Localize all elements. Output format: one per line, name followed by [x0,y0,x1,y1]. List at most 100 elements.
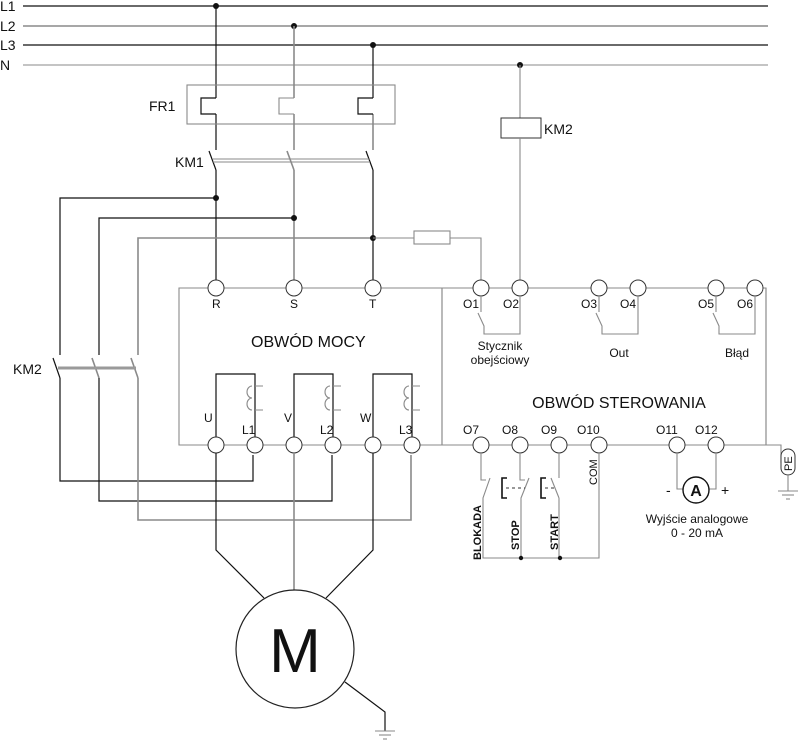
terminal-label-l1: L1 [242,423,256,437]
coil-icon [403,385,420,411]
terminal-l2[interactable] [324,436,342,454]
fr1-label: FR1 [149,98,176,114]
terminal-label-o9: O9 [541,423,557,437]
input-label-start: START [549,514,561,550]
start-switch [550,453,560,558]
terminal-label-o12: O12 [695,423,718,437]
ground-icon [778,490,798,500]
ground-icon [375,730,395,740]
terminal-label-u: U [204,411,213,425]
control-circuit-title: OBWÓD STEROWANIA [532,393,706,412]
terminal-label-s: S [290,297,298,311]
terminal-label-t: T [369,297,377,311]
analog-label-1: Wyjście analogowe [646,512,749,526]
terminal-label-o3: O3 [581,297,597,311]
analog-label-2: 0 - 20 mA [671,526,723,540]
bus-label-n: N [0,57,10,73]
pushbutton-actuator-icon [501,477,546,499]
input-wiring [480,453,600,559]
terminal-label-r: R [212,297,221,311]
power-circuit: R S T OBWÓD MOCY U L1 V L2 W L3 [178,279,443,454]
bus-lines: L1 L2 L3 N [0,0,768,73]
terminal-u[interactable] [207,436,225,454]
power-circuit-frame [178,287,443,446]
relay-contact-out [595,296,639,335]
terminal-o7[interactable] [472,436,490,454]
km1-contactor: KM1 [175,150,374,283]
terminal-w[interactable] [364,436,382,454]
terminal-label-v: V [284,411,292,425]
fr1-element-l2 [278,97,294,115]
terminal-label-w: W [360,411,372,425]
terminal-o8[interactable] [511,436,529,454]
motor: M [215,453,395,740]
junction-dot [557,555,563,561]
terminal-l3[interactable] [403,436,421,454]
terminal-label-o8: O8 [502,423,518,437]
km2-coil-label: KM2 [544,121,573,137]
terminal-v[interactable] [285,436,303,454]
coil-icon [324,385,341,411]
pe-label: PE [783,456,795,471]
km2-contacts-label: KM2 [13,361,42,377]
terminal-r[interactable] [207,279,225,297]
fr1-element-l3 [357,97,373,115]
analog-wiring [676,453,717,490]
km1-label: KM1 [175,154,204,170]
terminal-label-o1: O1 [463,297,479,311]
terminal-o11[interactable] [668,436,686,454]
terminal-o3[interactable] [590,279,608,297]
motor-label: M [269,617,321,686]
terminal-label-l2: L2 [320,423,334,437]
ammeter-label: A [690,483,702,500]
stop-switch [519,453,530,558]
relay-contact-bypass [477,296,521,335]
fuse [413,230,451,245]
input-label-com: COM [588,459,600,485]
terminal-label-o6: O6 [737,297,753,311]
ammeter-minus: - [666,482,671,498]
bus-label-l2: L2 [0,18,16,34]
terminal-label-o5: O5 [698,297,714,311]
terminal-o6[interactable] [746,279,764,297]
fr1-housing [186,84,396,125]
terminal-o2[interactable] [511,279,529,297]
terminal-o1[interactable] [472,279,490,297]
terminal-label-l3: L3 [399,423,413,437]
terminal-o9[interactable] [550,436,568,454]
relay-label-out: Out [609,346,629,360]
input-label-stop: STOP [510,520,522,550]
terminal-o5[interactable] [707,279,725,297]
terminal-l1[interactable] [246,436,264,454]
terminal-t[interactable] [364,279,382,297]
terminal-o12[interactable] [707,436,725,454]
relay-label-bypass-2: obejściowy [471,353,530,367]
junction-dot [213,195,219,201]
relay-label-error: Błąd [725,346,749,360]
terminal-o4[interactable] [629,279,647,297]
terminal-o10[interactable] [590,436,608,454]
terminal-label-o11: O11 [656,423,678,437]
km2-coil: KM2 [500,65,573,283]
terminal-label-o4: O4 [620,297,636,311]
bus-label-l1: L1 [0,0,16,14]
junction-dot [518,555,524,561]
junction-dot [291,215,297,221]
terminal-label-o2: O2 [503,297,519,311]
terminal-label-o7: O7 [463,423,479,437]
relay-label-bypass-1: Stycznik [478,339,524,353]
control-circuit: O1 O2 O3 O4 O5 O6 Stycznik obejściowy Ou… [442,279,798,561]
input-label-blokada: BLOKADA [472,505,484,560]
bypass-wiring [59,195,482,355]
fr1-element-l1 [200,97,216,115]
fr1-thermal-relay: FR1 [149,84,396,125]
km2-coil-symbol [500,117,542,139]
phase-wires [215,6,374,150]
power-circuit-title: OBWÓD MOCY [251,332,366,351]
ammeter-icon [682,476,710,504]
coil-icon [246,385,263,411]
ammeter-plus: + [721,482,729,498]
terminal-s[interactable] [285,279,303,297]
relay-contact-error [712,296,756,335]
